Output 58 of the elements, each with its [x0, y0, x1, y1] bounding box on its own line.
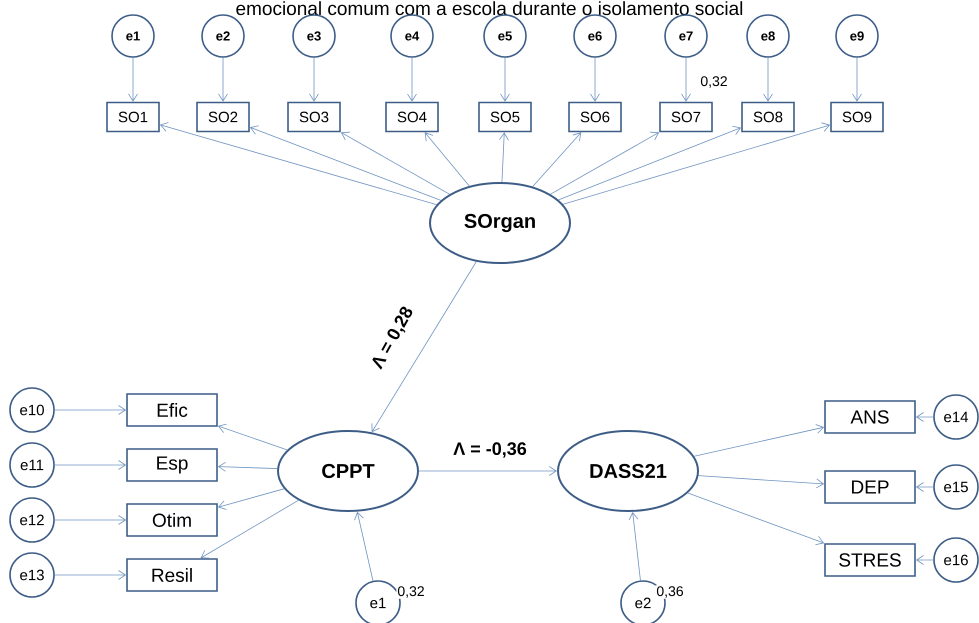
arrow	[160, 122, 437, 206]
arrow	[218, 57, 228, 102]
arrow	[590, 57, 600, 102]
arrow	[372, 261, 477, 432]
arrow	[694, 424, 824, 457]
edge-label: Λ = -0,36	[452, 441, 528, 459]
indicator-box: Resil	[126, 558, 218, 592]
arrow	[562, 122, 830, 205]
arrow	[681, 57, 691, 102]
arrow	[218, 488, 284, 510]
arrow	[200, 500, 299, 559]
arrow	[309, 57, 319, 102]
arrow	[532, 132, 582, 187]
arrow	[698, 475, 824, 488]
arrow	[250, 125, 442, 201]
arrow	[852, 57, 862, 102]
indicator-box: STRES	[824, 543, 916, 577]
arrow	[54, 570, 126, 580]
arrow	[354, 512, 374, 582]
arrow	[54, 405, 126, 415]
indicator-box: Efic	[126, 393, 218, 427]
arrow	[218, 462, 278, 472]
arrow	[558, 126, 742, 200]
arrow	[916, 555, 934, 565]
title: emocional comum com a escola durante o isolamento social	[236, 1, 742, 16]
arrow	[407, 57, 417, 102]
indicator-box: SO7	[659, 102, 713, 132]
edge-label: 0,36	[655, 585, 685, 599]
arrow	[128, 57, 138, 102]
arrow	[424, 132, 470, 186]
arrow	[550, 132, 660, 195]
indicator-box: SO9	[830, 102, 884, 132]
arrow	[54, 515, 126, 525]
indicator-box: SO8	[741, 102, 795, 132]
indicator-box: SO5	[478, 102, 532, 132]
arrow	[916, 412, 934, 422]
arrow	[499, 132, 509, 182]
arrow	[916, 482, 934, 492]
indicator-box: SO4	[385, 102, 439, 132]
arrow	[628, 512, 641, 581]
indicator-box: DEP	[824, 470, 916, 504]
arrow	[687, 492, 824, 546]
indicator-box: SO1	[106, 102, 160, 132]
arrow	[218, 424, 288, 450]
indicator-box: Esp	[126, 448, 218, 482]
indicator-box: Otim	[126, 503, 218, 537]
indicator-box: SO2	[196, 102, 250, 132]
indicator-box: SO6	[568, 102, 622, 132]
indicator-box: SO3	[287, 102, 341, 132]
arrow	[340, 132, 450, 195]
arrow	[54, 460, 126, 470]
indicator-box: ANS	[824, 400, 916, 434]
edge-label: 0,32	[699, 75, 729, 89]
arrow	[418, 466, 557, 476]
arrow	[763, 57, 773, 102]
edge-label: Λ = 0,28	[368, 303, 418, 373]
arrow	[500, 57, 510, 102]
edge-label: 0,32	[396, 585, 426, 599]
